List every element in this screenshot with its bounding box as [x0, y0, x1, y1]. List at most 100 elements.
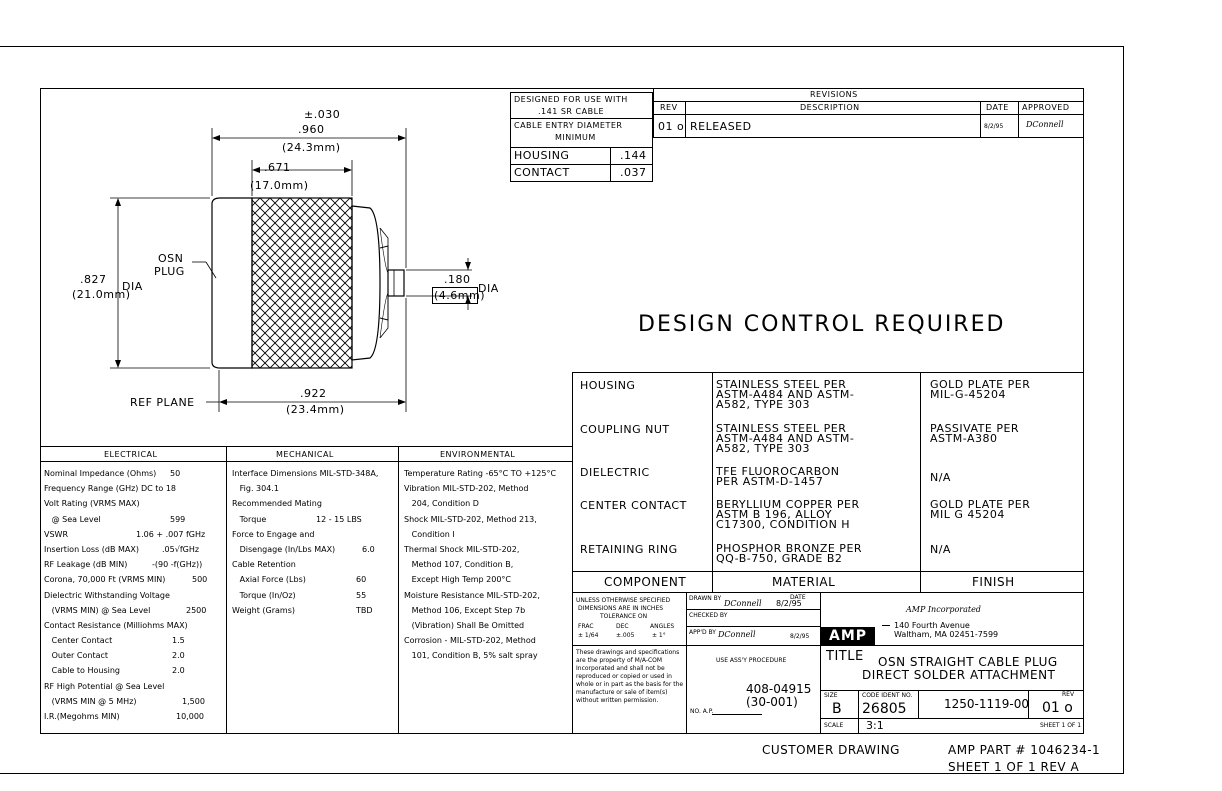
electrical-header: ELECTRICAL [104, 450, 158, 459]
list-item: Method 106, Except Step 7b [404, 605, 526, 615]
drawn-date: 8/2/95 [776, 599, 802, 608]
date-header: DATE [986, 103, 1009, 112]
cage-label: CODE IDENT NO. [862, 692, 913, 699]
revisions-title: REVISIONS [810, 90, 858, 99]
list-item: Corona, 70,000 Ft (VRMS MIN)500 [44, 575, 208, 585]
tolerance-line1: UNLESS OTHERWISE SPECIFIED [576, 597, 671, 604]
cable-entry-line2: MINIMUM [555, 133, 596, 142]
cage-code: 26805 [862, 701, 907, 717]
tol-ang-label: ANGLES [650, 623, 675, 630]
list-item: Method 107, Condition B, [404, 560, 514, 570]
list-item: Shock MIL-STD-202, Method 213, [404, 514, 537, 524]
amp-part-number: AMP PART # 1046234-1 [948, 743, 1101, 757]
list-item: Vibration MIL-STD-202, Method [404, 484, 529, 494]
company-address-2: Waltham, MA 02451-7599 [894, 630, 999, 639]
environmental-list: Temperature Rating -65°C TO +125°C Vibra… [404, 469, 570, 666]
coupling-nut [251, 197, 353, 369]
contact-value: .037 [620, 166, 647, 179]
page-top-line [0, 46, 1124, 47]
drawing-title-line1: OSN STRAIGHT CABLE PLUG [878, 655, 1058, 669]
drawn-by-signature: DConnell [724, 599, 762, 608]
design-control-notice: DESIGN CONTROL REQUIRED [638, 312, 1006, 337]
appd-by-label: APP'D BY [689, 629, 716, 636]
list-item: Recommended Mating [232, 499, 322, 509]
drawn-date-label: DATE [790, 594, 806, 601]
checked-by-label: CHECKED BY [689, 612, 728, 619]
rev-description: RELEASED [690, 120, 752, 133]
dim-ref-in: .922 [300, 387, 327, 400]
desc-header: DESCRIPTION [800, 103, 860, 112]
list-item: Condition I [404, 529, 455, 539]
cone [379, 227, 389, 339]
mechanical-header: MECHANICAL [276, 450, 334, 459]
contact-label: CONTACT [514, 166, 570, 179]
connector-drawing [110, 128, 472, 412]
list-item: Moisture Resistance MIL-STD-202, [404, 590, 540, 600]
list-item: 101, Condition B, 5% salt spray [404, 651, 538, 661]
list-item: Nominal Impedance (Ohms)50 [44, 469, 181, 478]
component-header: COMPONENT [604, 575, 687, 589]
list-item: Dielectric Withstanding Voltage [44, 590, 170, 600]
designed-for-line1: DESIGNED FOR USE WITH [514, 95, 628, 104]
drawing-number: 1250-1119-00 [944, 697, 1030, 711]
material-housing: STAINLESS STEEL PER ASTM-A484 AND ASTM- … [716, 378, 855, 411]
housing-body [211, 197, 253, 369]
list-item: Fig. 304.1 [232, 484, 279, 494]
list-item: RF High Potential @ Sea Level [44, 681, 165, 691]
list-item: Torque (In/Oz)55 [232, 590, 367, 600]
mechanical-list: Interface Dimensions MIL-STD-348A, Fig. … [232, 469, 394, 621]
housing-label: HOUSING [514, 149, 570, 162]
tol-frac-label: FRAC [578, 623, 594, 630]
list-item: (Vibration) Shall Be Omitted [404, 620, 525, 630]
material-header: MATERIAL [772, 575, 836, 589]
rev-header: REV [660, 103, 678, 112]
electrical-list: Nominal Impedance (Ohms)50 Frequency Ran… [44, 469, 222, 727]
finish-coupling-nut: PASSIVATE PER ASTM-A380 [930, 422, 1020, 445]
footer-sheet: SHEET 1 OF 1 REV A [948, 760, 1080, 774]
scale-label: SCALE [824, 722, 844, 729]
dim-nut-in: .671 [264, 161, 291, 174]
dim-pin-dia: DIA [478, 282, 499, 295]
component-housing: HOUSING [580, 379, 636, 392]
list-item: Force to Engage and [232, 529, 315, 539]
no-ap-label: NO. A.P. [690, 708, 714, 715]
dim-od-mm: (21.0mm) [72, 288, 131, 301]
list-item: 204, Condition D [404, 499, 479, 509]
tol-dec-value: ±.005 [616, 632, 635, 639]
list-item: Except High Temp 200°C [404, 575, 512, 585]
material-center-contact: BERYLLIUM COPPER PER ASTM B 196, ALLOY C… [716, 498, 860, 531]
dim-overall-in: .960 [298, 123, 325, 136]
approved-header: APPROVED [1022, 103, 1070, 112]
collar [351, 205, 381, 361]
sheet-tb: SHEET 1 OF 1 [1040, 722, 1082, 729]
list-item: Insertion Loss (dB MAX).05√fGHz [44, 544, 200, 554]
component-dielectric: DIELECTRIC [580, 466, 650, 479]
list-item: Axial Force (Lbs)60 [232, 575, 367, 585]
page-bottom-line [0, 773, 1124, 774]
list-item: Thermal Shock MIL-STD-202, [404, 544, 520, 554]
rev-value-tb: 01 o [1042, 700, 1073, 716]
use-assy-procedure: USE ASS'Y PROCEDURE [716, 657, 787, 664]
appd-date: 8/2/95 [790, 633, 810, 640]
component-center-contact: CENTER CONTACT [580, 499, 687, 512]
cable-info-box [510, 92, 653, 182]
dim-pin-in: .180 [444, 273, 471, 286]
material-coupling-nut: STAINLESS STEEL PER ASTM-A484 AND ASTM- … [716, 422, 855, 455]
housing-value: .144 [620, 149, 647, 162]
dim-tolerance: ±.030 [304, 108, 341, 121]
page-right-line [1123, 46, 1124, 774]
component-retaining-ring: RETAINING RING [580, 543, 678, 556]
rev-value: 01 o [658, 120, 685, 133]
rev-label-tb: REV [1062, 691, 1075, 698]
dim-od-in: .827 [80, 273, 107, 286]
company-name: AMP Incorporated [906, 605, 981, 614]
list-item: Corrosion - MIL-STD-202, Method [404, 636, 536, 646]
list-item: Cable Retention [232, 560, 296, 570]
rev-date: 8/2/95 [984, 123, 1004, 130]
revisions-table [653, 88, 1084, 138]
material-dielectric: TFE FLUOROCARBON PER ASTM-D-1457 [716, 465, 840, 488]
